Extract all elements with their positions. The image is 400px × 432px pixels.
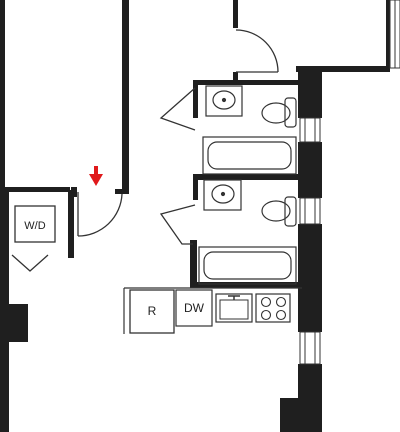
dishwasher-label: DW xyxy=(184,301,205,315)
bath2-sink-counter xyxy=(203,179,242,211)
window-bath-lower xyxy=(299,197,321,225)
washer-dryer-closet: W/D xyxy=(14,205,56,243)
dishwasher xyxy=(175,289,213,327)
wall-left-pier xyxy=(0,304,28,342)
window-living xyxy=(299,331,321,365)
bathroom-1 xyxy=(202,85,297,175)
wall-kitchen-top xyxy=(190,282,302,288)
wall-right-exterior-mid-b xyxy=(298,224,322,332)
door-bath1 xyxy=(159,87,196,131)
wall-right-exterior-upper xyxy=(298,72,322,118)
wall-right-exterior-bottom xyxy=(280,398,322,432)
bath1-toilet-tank xyxy=(284,97,297,128)
wall-top-room-bottom-right xyxy=(296,66,390,72)
wall-bath2-left xyxy=(193,174,198,200)
bath2-tub xyxy=(198,246,297,285)
wall-right-exterior-lower xyxy=(298,364,322,398)
wall-top-room-bottom-left xyxy=(233,72,238,84)
wall-corridor-bottom-left xyxy=(0,187,70,192)
bath1-sink-counter xyxy=(205,85,243,117)
wall-bath-top xyxy=(193,80,303,85)
wall-corridor-bottom-right xyxy=(115,189,129,194)
washer-dryer-label: W/D xyxy=(24,220,45,232)
wall-left-corridor xyxy=(0,0,5,190)
burner xyxy=(275,296,287,308)
burner xyxy=(260,296,272,308)
windows xyxy=(299,0,400,365)
down-arrow-icon xyxy=(89,166,103,186)
wall-top-room-left xyxy=(233,0,238,28)
bath1-tub xyxy=(202,136,297,175)
door-corridor-swing xyxy=(77,193,123,237)
bath2-toilet-tank xyxy=(284,196,297,227)
burner xyxy=(275,309,287,321)
bath2-tub-basin xyxy=(203,251,292,280)
bath2-sink-basin xyxy=(211,184,235,204)
bathroom-2 xyxy=(198,179,297,285)
wall-right-exterior-mid-a xyxy=(298,142,322,198)
refrigerator xyxy=(129,289,175,334)
window-bath-upper xyxy=(299,117,321,143)
door-closet-bifold xyxy=(11,254,49,272)
refrigerator-label: R xyxy=(148,304,157,318)
bath2-toilet-bowl xyxy=(261,200,291,222)
wall-closet-right xyxy=(68,190,74,258)
bath1-tub-basin xyxy=(207,141,292,170)
door-top-room-swing xyxy=(235,29,279,73)
walls xyxy=(0,0,390,432)
bath1-sink-basin xyxy=(212,90,236,110)
wall-bath2-left-lower xyxy=(190,240,197,286)
wall-right-corridor xyxy=(122,0,129,194)
doors xyxy=(11,29,279,272)
wall-bath1-left xyxy=(193,80,198,118)
kitchen: R DW xyxy=(123,287,302,334)
washer-dryer-unit xyxy=(14,205,56,243)
door-bath2 xyxy=(159,204,196,245)
burner xyxy=(260,309,272,321)
wall-bath-divider xyxy=(193,174,300,180)
wall-top-room-right xyxy=(386,0,390,68)
bath1-toilet-bowl xyxy=(261,102,291,124)
